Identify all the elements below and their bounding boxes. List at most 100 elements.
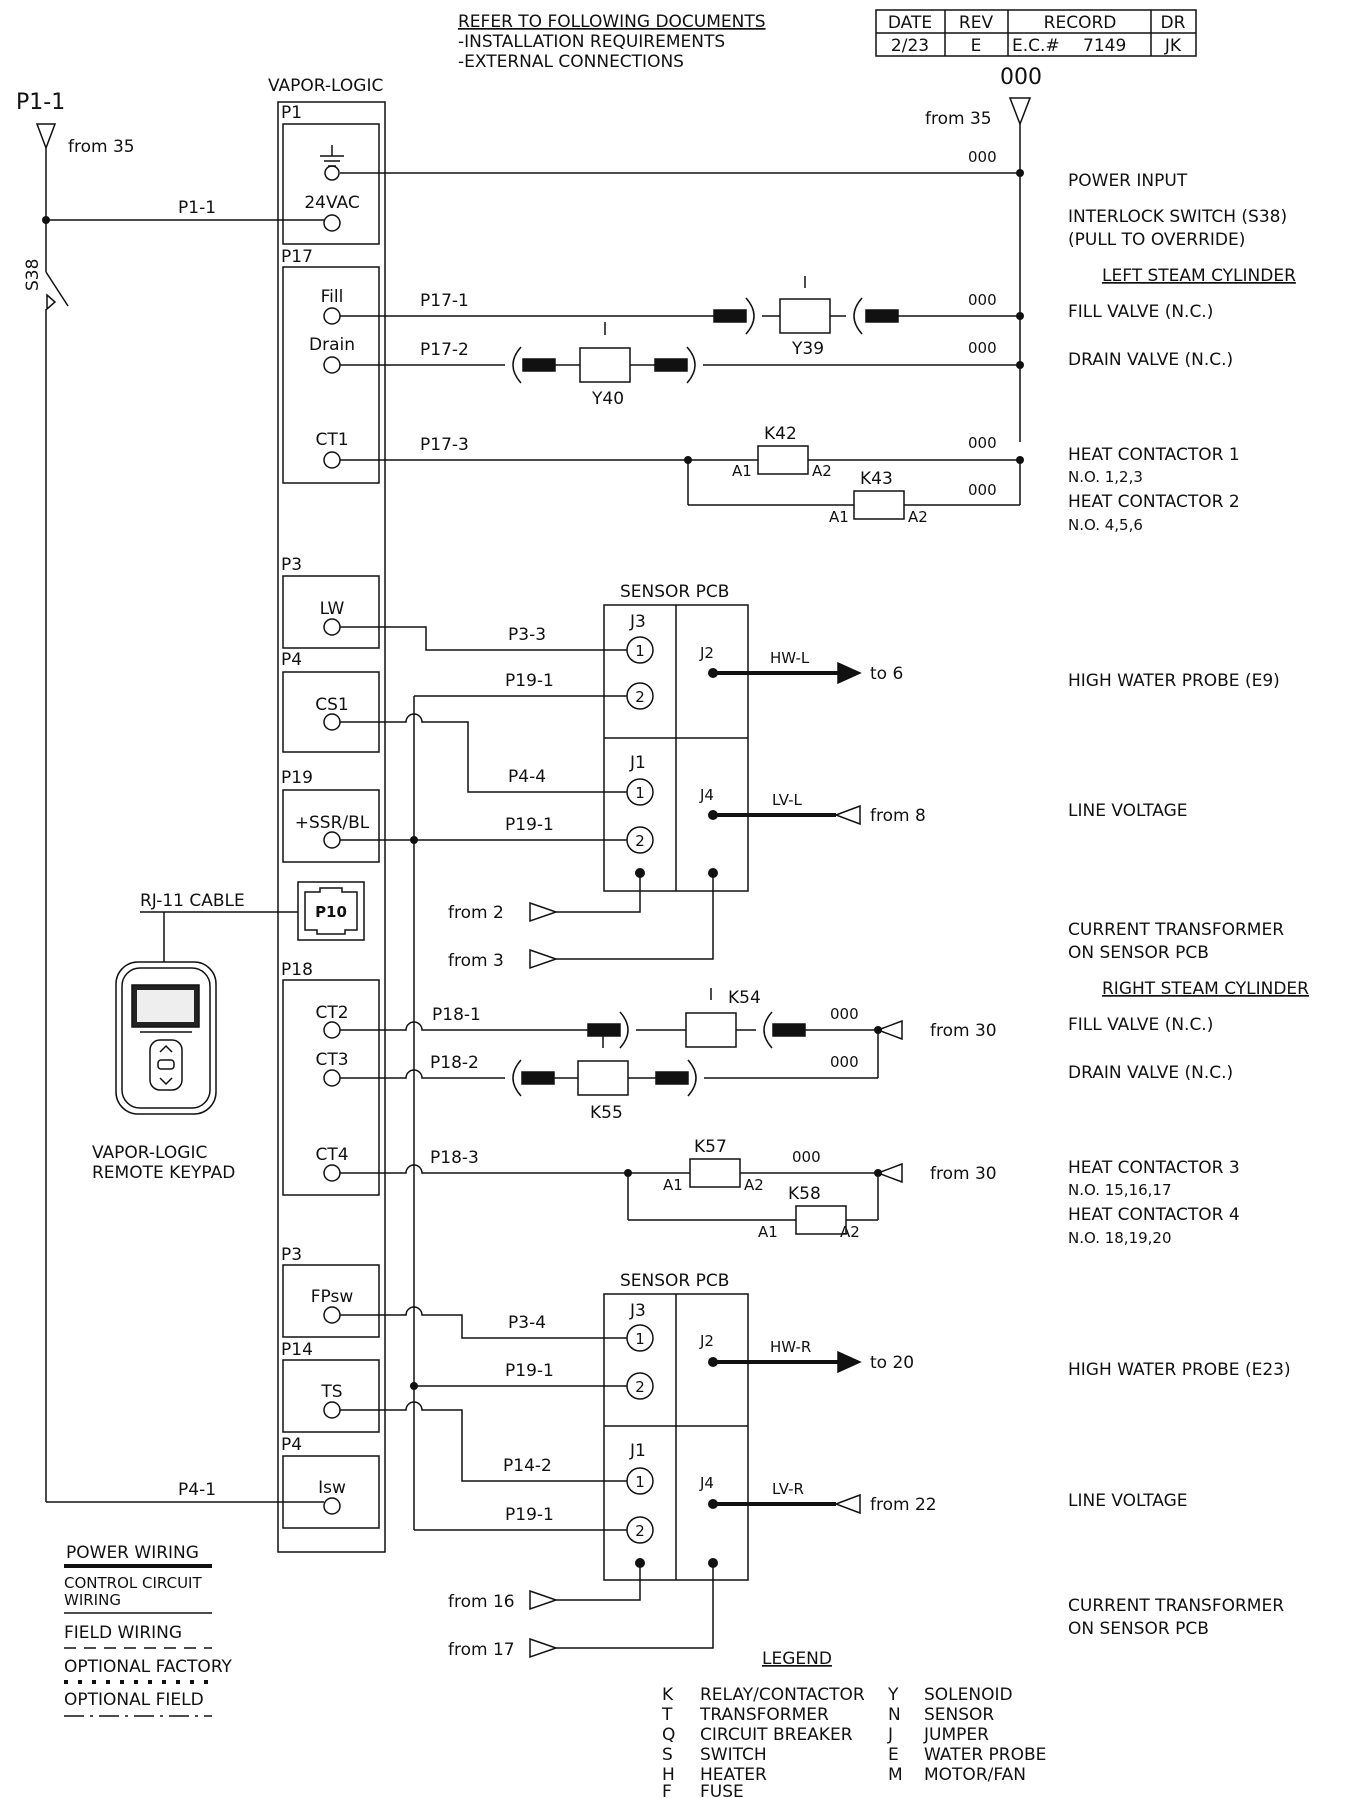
k58-label: K58 [788, 1184, 821, 1204]
label-hc1: HEAT CONTACTOR 1 [1068, 445, 1240, 465]
wire-label-p1-1: P1-1 [178, 198, 216, 218]
legend-text-y: SOLENOID [924, 1685, 1013, 1705]
title-block: DATE REV RECORD DR 2/23 E E.C.# 7149 JK [875, 9, 1197, 57]
arrow-left-icon [833, 804, 861, 826]
key-field: FIELD WIRING [64, 1623, 182, 1643]
terminal-label-ct2: CT2 [315, 1003, 348, 1023]
from-30-label-a: from 30 [930, 1021, 997, 1041]
lv-r-label: LV-R [772, 1480, 804, 1498]
legend-code-m: M [888, 1765, 903, 1785]
group-label-p17: P17 [281, 247, 313, 267]
pcb1-j3-pin1: 1 [635, 642, 645, 660]
pcb1-j3: J3 [629, 612, 646, 632]
bus-node-label: 000 [1000, 65, 1042, 90]
legend-code-f: F [662, 1782, 672, 1798]
legend-code-q: Q [662, 1725, 675, 1745]
label-ct-left-2: ON SENSOR PCB [1068, 943, 1209, 963]
title-header-dr: DR [1161, 13, 1186, 33]
bus-wire-k43: 000 [968, 481, 997, 499]
k58-a2: A2 [840, 1223, 860, 1241]
connector-arrow-down-icon [35, 123, 57, 151]
pcb2-j3-pin1: 1 [635, 1330, 645, 1348]
legend-text-k: RELAY/CONTACTOR [700, 1685, 865, 1705]
terminal-ct1 [323, 451, 341, 469]
terminal-block-p3a [282, 575, 380, 649]
label-line-voltage-right: LINE VOLTAGE [1068, 1491, 1188, 1511]
label-hc3: HEAT CONTACTOR 3 [1068, 1158, 1240, 1178]
bus-wire-k54: 000 [830, 1005, 859, 1023]
label-hc2: HEAT CONTACTOR 2 [1068, 492, 1240, 512]
from-8-label: from 8 [870, 806, 926, 826]
terminal-block-p3b [282, 1264, 380, 1338]
contactor-k54 [685, 1012, 737, 1048]
p10-jack: P10 [297, 881, 365, 941]
group-label-p18: P18 [281, 960, 313, 980]
group-label-p4b: P4 [281, 1435, 302, 1455]
label-power-input: POWER INPUT [1068, 171, 1188, 191]
terminal-label-fpsw: FPsw [311, 1287, 354, 1307]
wire-label-p17-3: P17-3 [420, 435, 469, 455]
bus-wire-fill: 000 [968, 291, 997, 309]
k54-label: K54 [728, 988, 761, 1008]
label-hc4: HEAT CONTACTOR 4 [1068, 1205, 1240, 1225]
sensor-pcb-1-title: SENSOR PCB [620, 582, 729, 602]
terminal-label-cs1: CS1 [315, 695, 348, 715]
wiring-key: POWER WIRING CONTROL CIRCUIT WIRING FIEL… [64, 1543, 233, 1717]
pcb2-j1-pin1: 1 [635, 1473, 645, 1491]
k43-a2: A2 [908, 508, 928, 526]
pcb2-j3: J3 [629, 1301, 646, 1321]
hw-r-label: HW-R [770, 1338, 811, 1356]
legend-text-j: JUMPER [923, 1725, 989, 1745]
terminal-drain [323, 356, 341, 374]
legend: LEGEND K RELAY/CONTACTOR T TRANSFORMER Q… [661, 1649, 1046, 1798]
key-opt-factory: OPTIONAL FACTORY [64, 1657, 233, 1677]
remote-keypad-icon[interactable] [115, 961, 217, 1115]
label-hwp-e9: HIGH WATER PROBE (E9) [1068, 671, 1280, 691]
coil-lead-icon [865, 309, 899, 323]
label-hc4-no: N.O. 18,19,20 [1068, 1229, 1172, 1247]
contactor-k58 [795, 1205, 847, 1235]
key-control-2: WIRING [64, 1591, 121, 1609]
controller-board [277, 101, 386, 1553]
wire-label-p3-4: P3-4 [508, 1313, 546, 1333]
legend-code-h: H [662, 1765, 675, 1785]
label-fill-valve-left: FILL VALVE (N.C.) [1068, 302, 1213, 322]
arrow-left-icon [875, 1019, 903, 1041]
label-interlock-1: INTERLOCK SWITCH (S38) [1068, 207, 1287, 227]
switch-contact-icon [46, 293, 57, 311]
terminal-label-ct4: CT4 [315, 1145, 348, 1165]
k42-a1: A1 [732, 462, 752, 480]
ground-icon [320, 145, 344, 181]
terminal-ct4 [323, 1164, 341, 1182]
controller-title: VAPOR-LOGIC [268, 76, 383, 96]
contactor-k43 [853, 490, 905, 520]
k42-label: K42 [764, 424, 797, 444]
rj11-label: RJ-11 CABLE [140, 891, 245, 911]
legend-text-h: HEATER [700, 1765, 767, 1785]
pcb2-j1-pin2: 2 [635, 1522, 645, 1540]
legend-text-m: MOTOR/FAN [924, 1765, 1026, 1785]
title-record-number: 7149 [1083, 36, 1126, 56]
k57-label: K57 [694, 1137, 727, 1157]
legend-text-n: SENSOR [924, 1705, 994, 1725]
pcb1-j1-pin2: 2 [635, 832, 645, 850]
contactor-k42 [757, 445, 809, 475]
p1-1-label: P1-1 [16, 90, 65, 115]
terminal-fpsw [323, 1306, 341, 1324]
y39-label: Y39 [791, 339, 824, 359]
from-3-label: from 3 [448, 951, 504, 971]
k42-a2: A2 [812, 462, 832, 480]
arrow-in-icon [529, 1589, 559, 1611]
arrow-left-icon [833, 1493, 861, 1515]
terminal-isw [323, 1497, 341, 1515]
refer-item-1: -INSTALLATION REQUIREMENTS [458, 32, 725, 52]
coil-lead-icon [522, 358, 556, 372]
terminal-block-p4b [282, 1455, 380, 1529]
wire-label-p3-3: P3-3 [508, 625, 546, 645]
terminal-24vac [323, 214, 341, 232]
terminal-label-24vac: 24VAC [304, 193, 359, 213]
terminal-label-isw: Isw [318, 1478, 346, 1498]
label-left-cylinder: LEFT STEAM CYLINDER [1102, 266, 1296, 286]
terminal-lw [323, 618, 341, 636]
